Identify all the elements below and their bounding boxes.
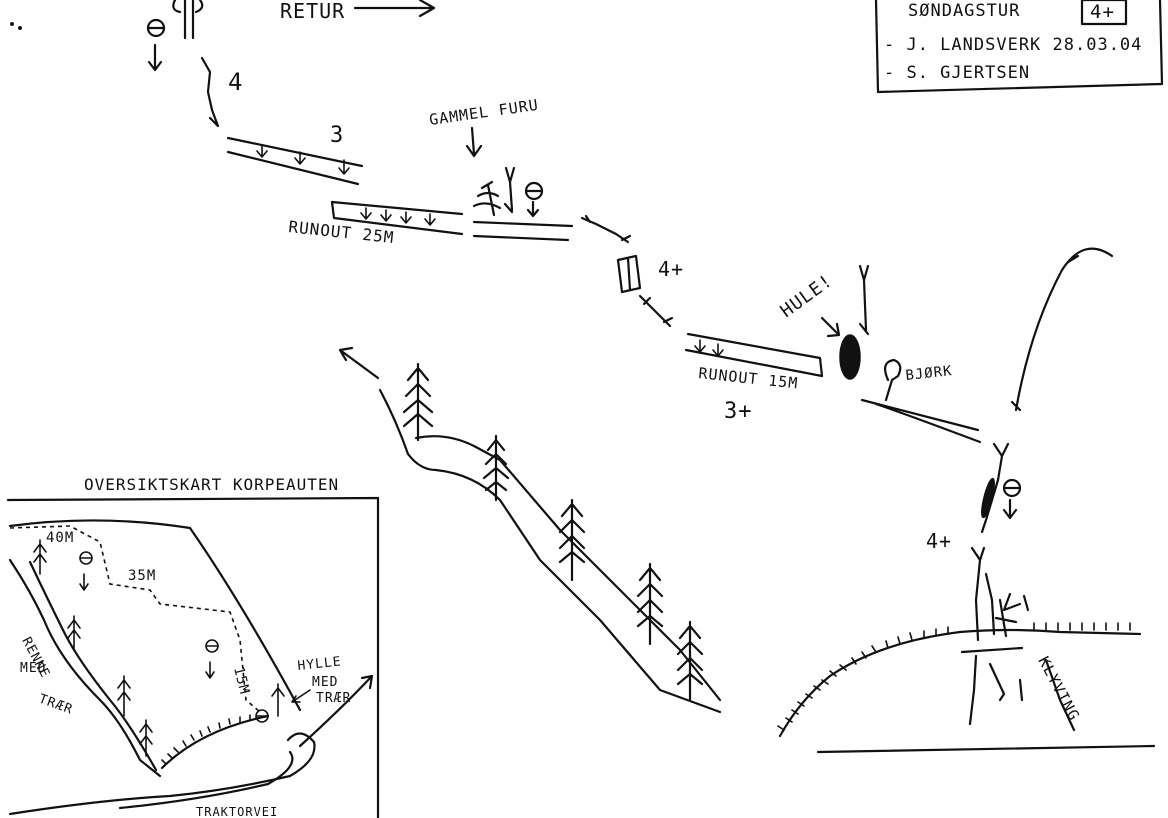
ledge-runout-15m bbox=[684, 332, 824, 378]
hylle-line-1: HYLLE bbox=[297, 654, 342, 674]
route-start-crack bbox=[970, 546, 996, 642]
base-slope bbox=[777, 622, 1156, 754]
route-crack-cave bbox=[858, 264, 870, 336]
hule-label: HULE! bbox=[777, 270, 837, 322]
overview-15m: 15M bbox=[230, 665, 252, 696]
author-line-1: - J. LANDSVERK 28.03.04 bbox=[884, 35, 1142, 55]
conifer-tree-4 bbox=[636, 562, 664, 646]
overview-40m: 40M bbox=[46, 530, 74, 546]
birch-tree bbox=[883, 358, 902, 402]
road-line-2 bbox=[118, 750, 294, 810]
ledge-birch bbox=[860, 398, 982, 444]
gully-left-edge bbox=[378, 388, 722, 714]
rappel-anchor-mid bbox=[524, 181, 544, 218]
dihedral-4plus bbox=[616, 254, 642, 294]
grade-label-3: 3 bbox=[330, 123, 344, 148]
cliff-edge bbox=[8, 519, 302, 712]
hule-arrow bbox=[820, 316, 841, 338]
rappel-anchor-top bbox=[146, 18, 166, 72]
gully-line-left bbox=[8, 558, 162, 778]
speck bbox=[10, 22, 14, 26]
renne-line-3: TRÆR bbox=[37, 692, 75, 718]
route-dashed-line bbox=[9, 525, 261, 713]
hylle-line-2: MED bbox=[312, 675, 338, 690]
gammel-furu-label: GAMMEL FURU bbox=[428, 96, 540, 129]
retur-arrow bbox=[353, 0, 436, 18]
overview-rappel-2 bbox=[205, 639, 219, 679]
route-traverse bbox=[580, 214, 632, 244]
klyving-label: KLYVING bbox=[1034, 653, 1083, 723]
gully-line-right bbox=[28, 560, 158, 772]
ledge-short bbox=[472, 220, 574, 242]
top-left-tree bbox=[172, 0, 204, 40]
route-crack-mid bbox=[638, 294, 674, 328]
grade-label-3plus: 3+ bbox=[724, 399, 753, 424]
conifer-tree-5 bbox=[676, 620, 704, 702]
small-tree-base bbox=[994, 592, 1030, 638]
conifer-tree-1 bbox=[402, 362, 434, 442]
grade-label-4plus-right: 4+ bbox=[926, 529, 952, 553]
overview-slope bbox=[160, 714, 270, 770]
conifer-tree-2 bbox=[482, 434, 510, 502]
tour-title: SØNDAGSTUR bbox=[908, 1, 1020, 21]
hylle-line-3: TRÆR bbox=[316, 691, 351, 706]
speck-2 bbox=[18, 26, 22, 30]
hylle-arrow bbox=[291, 689, 311, 703]
overview-frame bbox=[6, 496, 380, 818]
conifer-tree-3 bbox=[558, 498, 586, 582]
road-label: TRAKTORVEI bbox=[196, 805, 278, 818]
road-line-1 bbox=[8, 732, 316, 816]
cave-marker bbox=[839, 334, 861, 380]
gammel-furu-arrow bbox=[465, 126, 483, 158]
author-line-2: - S. GJERTSEN bbox=[884, 63, 1030, 83]
overview-rappel-1 bbox=[79, 551, 93, 591]
grade-label-4: 4 bbox=[228, 68, 243, 96]
rappel-anchor-right bbox=[1002, 478, 1022, 520]
klyving-path bbox=[1044, 658, 1076, 732]
overview-map: OVERSIKTSKART KORPEAUTEN 40M 35M 15M REN… bbox=[6, 475, 380, 818]
overview-trees bbox=[33, 539, 285, 757]
gully-right-edge bbox=[414, 435, 722, 702]
overview-title: OVERSIKTSKART KORPEAUTEN bbox=[84, 475, 339, 494]
exit-route-right bbox=[1010, 247, 1114, 412]
header-box: SØNDAGSTUR 4+ - J. LANDSVERK 28.03.04 - … bbox=[874, 0, 1164, 94]
gully-exit-arrow bbox=[338, 346, 380, 380]
retur-label: RETUR bbox=[280, 0, 345, 23]
runout-25m-label: RUNOUT 25M bbox=[288, 217, 396, 247]
ledge-runout-25m bbox=[330, 200, 464, 236]
grade-box-label: 4+ bbox=[1090, 1, 1115, 23]
overview-35m: 35M bbox=[128, 568, 156, 584]
route-crack-upper bbox=[200, 56, 220, 128]
roots bbox=[960, 646, 1024, 726]
crack-feature bbox=[981, 477, 995, 519]
road-exit-arrow bbox=[298, 674, 374, 748]
bjork-label: BJØRK bbox=[905, 363, 954, 384]
overview-slope-hatching bbox=[161, 714, 251, 765]
renne-line-2: MED bbox=[20, 661, 46, 676]
old-pine-tree bbox=[472, 166, 516, 217]
grade-label-4plus-mid: 4+ bbox=[658, 257, 684, 281]
ledge-grade-3 bbox=[226, 136, 364, 186]
